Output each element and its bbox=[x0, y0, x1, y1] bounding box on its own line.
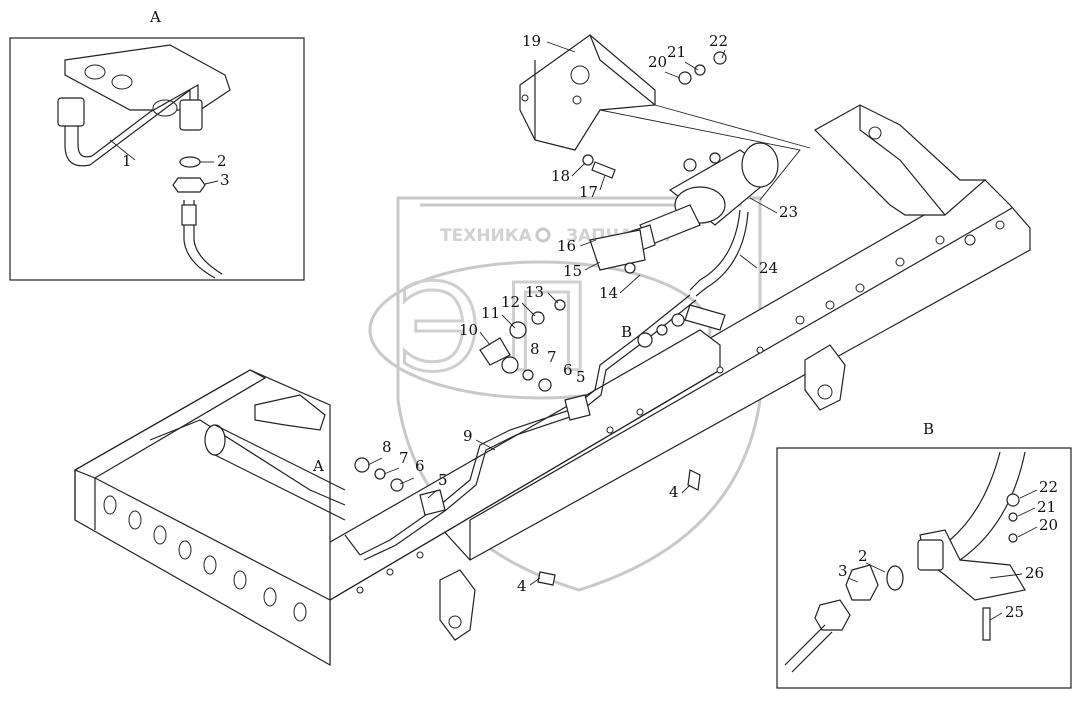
pipeline bbox=[344, 294, 697, 561]
main-callouts: 19 22 21 20 18 17 23 16 15 24 13 14 12 1… bbox=[312, 32, 798, 595]
callout-11: 11 bbox=[481, 304, 500, 322]
inset-b-title: B bbox=[923, 420, 934, 438]
callout-5a: 5 bbox=[576, 368, 586, 386]
callout-8b: 8 bbox=[382, 438, 392, 456]
chassis-frame bbox=[73, 104, 1031, 667]
callout-24: 24 bbox=[759, 259, 778, 277]
inset-a-title: A bbox=[149, 8, 161, 26]
bracket-19 bbox=[519, 34, 811, 201]
inset-a-callout-3: 3 bbox=[220, 171, 230, 189]
callout-10: 10 bbox=[459, 321, 478, 339]
ref-b-main: B bbox=[621, 323, 632, 341]
inset-b-callout-3: 3 bbox=[838, 562, 848, 580]
fasteners bbox=[354, 51, 727, 586]
inset-b-callout-2: 2 bbox=[858, 547, 868, 565]
callout-13: 13 bbox=[525, 283, 544, 301]
callout-5b: 5 bbox=[438, 471, 448, 489]
watermark-text-left: ТЕХНИКА bbox=[440, 226, 533, 246]
frame-holes-rail bbox=[356, 220, 1005, 594]
inset-a-callout-1: 1 bbox=[122, 152, 132, 170]
callout-15: 15 bbox=[563, 262, 582, 280]
inset-b-callout-26: 26 bbox=[1025, 564, 1044, 582]
inset-b-callout-21: 21 bbox=[1037, 498, 1056, 516]
inset-b-callout-25: 25 bbox=[1005, 603, 1024, 621]
frame-holes-front bbox=[103, 495, 307, 622]
inset-a-callout-2: 2 bbox=[217, 152, 227, 170]
callout-18: 18 bbox=[551, 167, 570, 185]
watermark-shield bbox=[396, 196, 762, 592]
callout-14: 14 bbox=[599, 284, 618, 302]
callout-9: 9 bbox=[463, 427, 473, 445]
watermark-logo-letters: ЭП bbox=[398, 260, 612, 399]
callout-17: 17 bbox=[579, 183, 598, 201]
callout-7b: 7 bbox=[399, 449, 409, 467]
callout-8a: 8 bbox=[530, 340, 540, 358]
inset-b-callout-20: 20 bbox=[1039, 516, 1058, 534]
callout-20: 20 bbox=[648, 53, 667, 71]
callout-4b: 4 bbox=[517, 577, 527, 595]
inset-view-b: B 22 21 20 2 3 26 25 bbox=[776, 420, 1072, 689]
inset-view-a: A 1 2 3 bbox=[9, 8, 305, 281]
callout-12: 12 bbox=[501, 293, 520, 311]
callout-23: 23 bbox=[779, 203, 798, 221]
callout-16: 16 bbox=[557, 237, 576, 255]
callout-22: 22 bbox=[709, 32, 728, 50]
watermark-ring bbox=[368, 260, 712, 400]
callout-6a: 6 bbox=[563, 361, 573, 379]
callout-7a: 7 bbox=[547, 348, 557, 366]
callout-6b: 6 bbox=[415, 457, 425, 475]
ref-a-main: A bbox=[312, 457, 324, 475]
inset-b-callout-22: 22 bbox=[1039, 478, 1058, 496]
callout-4a: 4 bbox=[669, 483, 679, 501]
watermark-gear-icon bbox=[535, 227, 551, 243]
callout-19: 19 bbox=[522, 32, 541, 50]
callout-21: 21 bbox=[667, 43, 686, 61]
